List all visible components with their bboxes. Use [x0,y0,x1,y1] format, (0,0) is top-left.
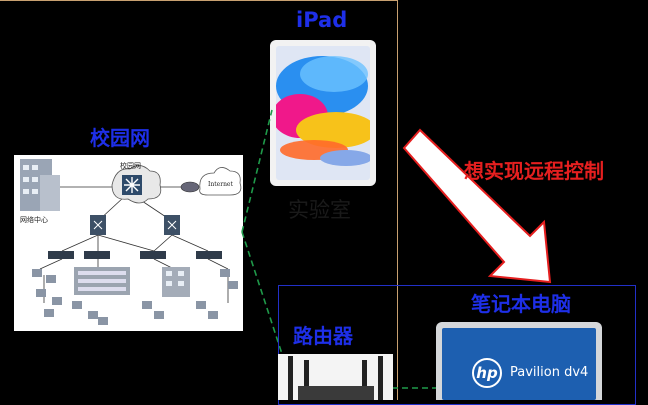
access-switch-2 [84,251,110,259]
network-topology [20,159,242,325]
laptop-screen: hp Pavilion dv4 [442,328,596,400]
campus-to-ipad-link [241,109,273,233]
ipad-screen [276,46,370,180]
core-router-icon [111,165,162,204]
distribution-switch-left [90,215,106,235]
remote-control-arrow-icon [402,128,552,284]
campus-network-diagram: 校园网 Internet 网络中心 [14,155,243,331]
laptop-label: 笔记本电脑 [471,292,571,316]
router-label: 路由器 [293,324,353,348]
hp-logo-text: hp [476,364,498,382]
lab-label: 实验室 [288,198,351,222]
core-network-text: 校园网 [120,162,141,170]
network-center-text: 网络中心 [20,216,48,224]
distribution-switch-right [164,215,180,235]
internet-text: Internet [208,181,233,188]
campus-network-label: 校园网 [90,126,150,150]
campus-to-router-link [241,231,285,361]
internet-cloud-icon [180,167,242,196]
router-device[interactable] [278,352,393,400]
laptop-device[interactable]: hp Pavilion dv4 [436,322,602,400]
laptop-model-text: Pavilion dv4 [510,365,589,380]
access-switch-3 [140,251,166,259]
ipad-label: iPad [296,8,348,32]
router-icon [278,354,393,400]
network-center-building [20,159,60,211]
client-pcs [32,269,238,325]
campus-building-right [162,267,190,297]
hp-logo-icon: hp [472,358,502,388]
campus-building-center [74,267,130,295]
ipad-wallpaper [276,46,370,180]
lab-room-frame [0,0,398,400]
access-switch-1 [48,251,74,259]
remote-control-label: 想实现远程控制 [464,159,604,183]
ipad-device[interactable] [270,40,376,186]
access-switch-4 [196,251,222,259]
